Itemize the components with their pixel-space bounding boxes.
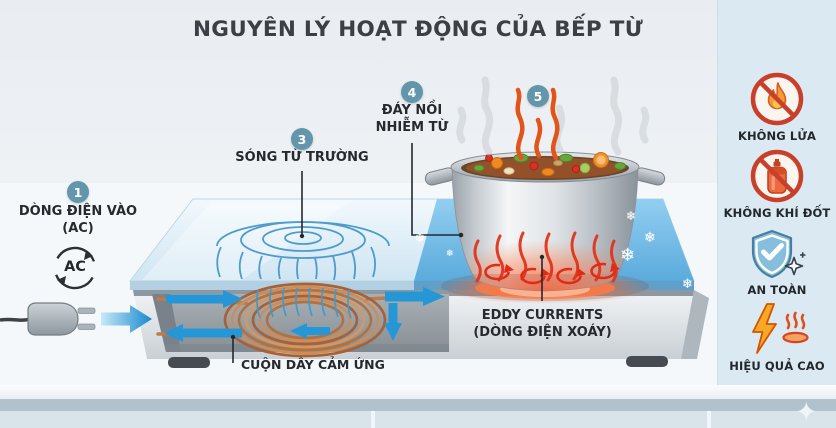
lightning-bolt	[752, 303, 777, 354]
annotation-connectors	[230, 143, 545, 363]
coil-label: CUỘN DÂY CẢM ỨNG	[241, 357, 385, 372]
benefit-label: HIỆU QUẢ CAO	[729, 359, 825, 373]
benefit-no-fire: KHÔNG LỬA	[718, 70, 836, 143]
benefit-safety: AN TOÀN	[718, 224, 836, 297]
snowflake-icon: ❄	[682, 277, 693, 292]
magnetic-field-waves	[216, 221, 390, 281]
counter-top	[0, 385, 836, 399]
cooktop-foot	[168, 357, 210, 368]
step-label-3: SÓNG TỪ TRƯỜNG	[235, 150, 369, 165]
eddy-label-line1: EDDY CURRENTS	[481, 308, 604, 323]
power-arrow	[101, 305, 152, 333]
induction-coil	[223, 282, 387, 358]
page-title: NGUYÊN LÝ HOẠT ĐỘNG CỦA BẾP TỪ	[192, 17, 644, 42]
sparkle-icon: ✦	[795, 397, 818, 428]
induction-cooktop-illustration	[0, 76, 709, 368]
snowflake-icon: ❄	[446, 249, 454, 259]
snowflake-icon: ❄	[415, 231, 426, 245]
shield-check-icon	[718, 224, 836, 282]
step-label-4-line1: ĐÁY NỒI	[381, 103, 443, 118]
cabinet-panels	[0, 411, 836, 428]
ac-symbol-text: AC	[64, 259, 86, 275]
benefit-efficiency: HIỆU QUẢ CAO	[718, 300, 836, 373]
eddy-currents-label: EDDY CURRENTS (DÒNG ĐIỆN XOÁY)	[440, 308, 645, 342]
step-label-1-line1: DÒNG ĐIỆN VÀO	[18, 204, 138, 219]
heat-wave-lines	[785, 311, 806, 330]
cabinet-divider	[371, 411, 375, 428]
cabinet-divider	[707, 411, 711, 428]
power-cord	[0, 317, 31, 322]
field-lines-through-coil	[256, 287, 352, 319]
power-plug	[0, 302, 152, 336]
step-label-4-line2: NHIỄM TỪ	[375, 119, 449, 135]
eddy-label-line2: (DÒNG ĐIỆN XOÁY)	[473, 324, 612, 340]
step-label-1: DÒNG ĐIỆN VÀO (AC)	[0, 204, 156, 238]
vegetables	[473, 152, 626, 177]
cutaway-interior	[152, 282, 449, 358]
step-label-4: ĐÁY NỒI NHIỄM TỪ	[357, 103, 467, 137]
snowflake-icon: ❄	[620, 245, 636, 266]
step-badge-4: 4	[401, 81, 423, 103]
step-badge-3: 3	[291, 128, 313, 150]
no-gas-icon	[718, 147, 836, 205]
benefit-label: KHÔNG KHÍ ĐỐT	[723, 206, 831, 220]
pot-handle-left	[424, 167, 456, 186]
no-fire-icon	[718, 70, 836, 128]
cooktop-foot	[626, 356, 668, 367]
high-efficiency-icon	[718, 300, 836, 358]
heat-steam	[515, 87, 560, 161]
hot-dish	[782, 331, 809, 344]
cooking-pot	[424, 151, 666, 292]
pot-handle-right	[634, 167, 666, 186]
current-flow-arrows	[164, 287, 445, 342]
step-badge-1: 1	[67, 181, 89, 203]
benefit-label: KHÔNG LỬA	[737, 129, 817, 143]
sparkle-shape	[784, 256, 804, 276]
step-badge-5: 5	[527, 85, 549, 107]
benefit-label: AN TOÀN	[747, 283, 807, 297]
snowflake-icon: ❄	[644, 230, 656, 246]
snowflake-icon: ❄	[626, 209, 637, 223]
ac-symbol	[53, 246, 97, 290]
step-label-1-line2: (AC)	[62, 220, 94, 236]
cabinet-edge	[0, 399, 836, 411]
benefit-no-gas: KHÔNG KHÍ ĐỐT	[718, 147, 836, 220]
benefits-sidebar: KHÔNG LỬA KHÔNG KHÍ ĐỐT	[717, 0, 836, 385]
